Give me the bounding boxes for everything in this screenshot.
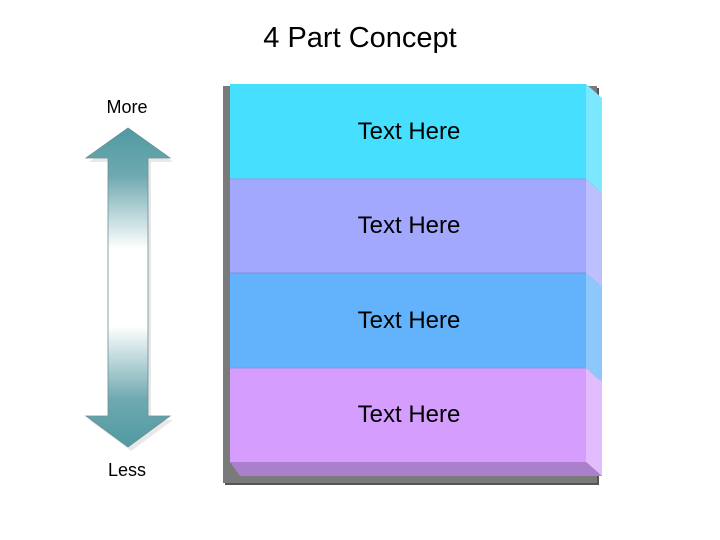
layer-band-1 [230, 84, 586, 179]
layer-2-label: Text Here [357, 212, 461, 239]
stack-base [230, 462, 602, 476]
layer-side-4 [586, 368, 602, 476]
layer-side-1 [586, 84, 602, 193]
layer-band-4 [230, 368, 586, 462]
layer-side-2 [586, 179, 602, 287]
slide-title: 4 Part Concept [263, 22, 457, 54]
layer-4-label: Text Here [357, 401, 461, 428]
layer-side-3 [586, 273, 602, 382]
layer-band-2 [230, 179, 586, 273]
layer-stack [223, 84, 602, 485]
scale-top-label: More [106, 97, 148, 117]
layer-1-label: Text Here [357, 118, 461, 145]
double-arrow-icon [84, 127, 173, 451]
layer-band-3 [230, 273, 586, 368]
scale-bottom-label: Less [107, 460, 147, 480]
layer-3-label: Text Here [357, 307, 461, 334]
